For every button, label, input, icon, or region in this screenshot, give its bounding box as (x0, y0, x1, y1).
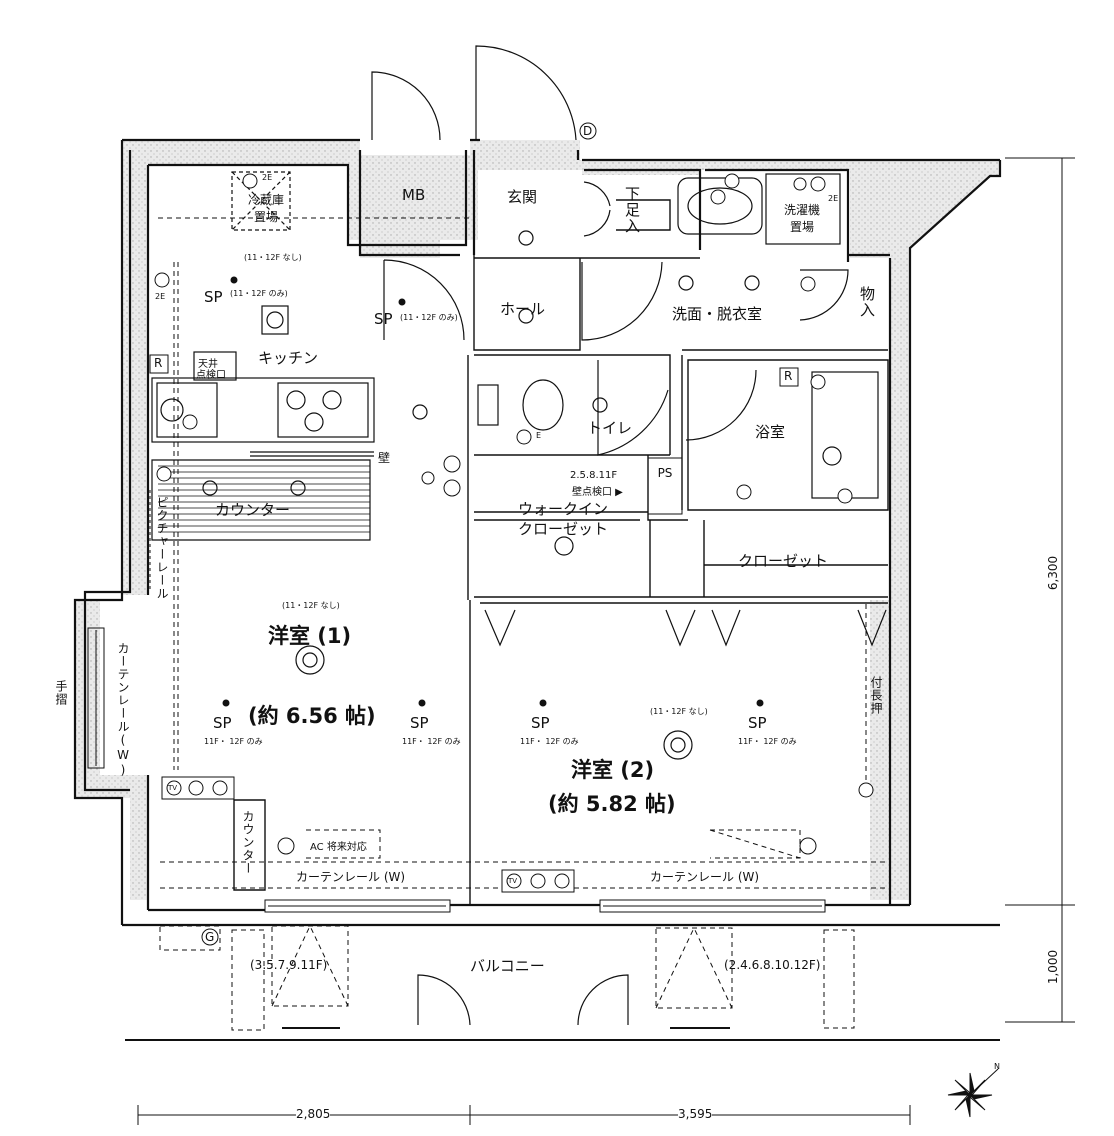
balcony-edge (125, 1027, 1000, 1041)
d-mark: D (583, 124, 593, 138)
g-mark: G (205, 930, 215, 944)
tesuri-label: 手摺 (54, 680, 68, 706)
ac-future-label: AC 将来対応 (310, 842, 367, 853)
electrical-symbols (154, 122, 874, 946)
twoe-kitchen: 2E (155, 292, 166, 301)
ps-box (149, 354, 799, 515)
tenjou-label-1: 天井 (198, 359, 218, 370)
speaker-dots (222, 276, 764, 707)
sp-room1-left: SP (213, 714, 232, 732)
note-no1112-room1: (11・12F なし) (282, 601, 340, 610)
twoe-fridge: 2E (262, 173, 273, 182)
windows (87, 490, 826, 913)
room-counter: カウンター (215, 501, 291, 519)
room1-size: (約 6.56 帖) (248, 704, 376, 728)
twoe-washer: 2E (828, 194, 839, 203)
e-mark: E (536, 431, 542, 440)
dimension-lines (137, 157, 1075, 1125)
room-genkan: 玄関 (507, 188, 538, 206)
sentakuki-label-2: 置場 (790, 220, 815, 234)
sp-room2-right-note: 11F・ 12F のみ (738, 737, 797, 746)
tenjou-label-2: 点検口 (196, 370, 226, 381)
dashed-lines (158, 217, 888, 1031)
room-counter-2: カウンター (241, 810, 255, 875)
room-getabako: 下足入 (623, 186, 641, 234)
interior-walls (233, 199, 889, 905)
sp-hall: SP (374, 310, 393, 328)
room-mb: MB (402, 186, 426, 204)
sp-kitchen-note: (11・12F のみ) (230, 289, 288, 298)
note-no1112-room2: (11・12F なし) (650, 707, 708, 716)
compass-icon (947, 1068, 999, 1118)
sentakuki-label-1: 洗濯機 (784, 203, 821, 217)
room-closet: クローゼット (738, 552, 829, 570)
compass-north-label: N (994, 1062, 1000, 1071)
room-hall: ホール (500, 300, 546, 318)
reizouko-label-1: 冷蔵庫 (248, 193, 285, 207)
dim-width-left: 2,805 (296, 1107, 331, 1121)
sp-room1-left-note: 11F・ 12F のみ (204, 737, 263, 746)
kabe-label: 壁 (378, 451, 391, 465)
room2-name: 洋室 (2) (571, 758, 655, 782)
room-wic-line2: クローゼット (518, 520, 609, 538)
kabe-tenken-1: 2.5.8.11F (570, 470, 618, 481)
sp-room2-left-note: 11F・ 12F のみ (520, 737, 579, 746)
kitchen-counter (151, 351, 375, 541)
room-toilet: トイレ (587, 419, 633, 437)
r-mark-bath: R (784, 369, 793, 383)
room2-size: (約 5.82 帖) (548, 792, 676, 816)
sp-room1-right-note: 11F・ 12F のみ (402, 737, 461, 746)
reizouko-label-2: 置場 (254, 210, 279, 224)
tv-outlet-room1: TV (168, 784, 178, 792)
dim-depth-balcony: 1,000 (1046, 949, 1061, 985)
fixtures (202, 171, 879, 760)
curtain-rail-1: カーテンレール (W) (296, 870, 406, 884)
room1-name: 洋室 (1) (268, 624, 352, 648)
r-mark-kitchen: R (154, 356, 163, 370)
doors (371, 45, 887, 1026)
floors-left-label: (3.5.7.9.11F) (250, 958, 328, 972)
ps-label: PS (657, 466, 673, 480)
sp-room2-right: SP (748, 714, 767, 732)
room-bath: 浴室 (755, 423, 786, 441)
kabe-tenken-2: 壁点検口 ▶ (572, 487, 623, 498)
dim-depth-main: 6,300 (1046, 555, 1061, 591)
room-wic-line1: ウォークイン (518, 500, 609, 518)
curtain-rail-vertical: カーテンレール(W) (116, 642, 130, 778)
curtain-rail-2: カーテンレール (W) (650, 870, 760, 884)
floors-right-label: (2.4.6.8.10.12F) (724, 958, 821, 972)
room-senmen: 洗面・脱衣室 (672, 305, 763, 323)
dim-width-right: 3,595 (678, 1107, 713, 1121)
tsuke-nageshi-label: 付長押 (869, 676, 883, 715)
tv-outlet-room2: TV (508, 877, 518, 885)
room-balcony: バルコニー (470, 957, 545, 975)
outer-walls (73, 138, 1002, 927)
sp-room2-left: SP (531, 714, 550, 732)
room-mono: 物入 (858, 286, 876, 318)
room-kitchen: キッチン (258, 349, 319, 367)
sp-hall-note: (11・12F のみ) (400, 313, 458, 322)
picture-rail-label: ピクチャーレール (155, 496, 169, 600)
sp-room1-right: SP (410, 714, 429, 732)
note-no1112-kitchen: (11・12F なし) (244, 253, 302, 262)
sp-kitchen: SP (204, 288, 223, 306)
